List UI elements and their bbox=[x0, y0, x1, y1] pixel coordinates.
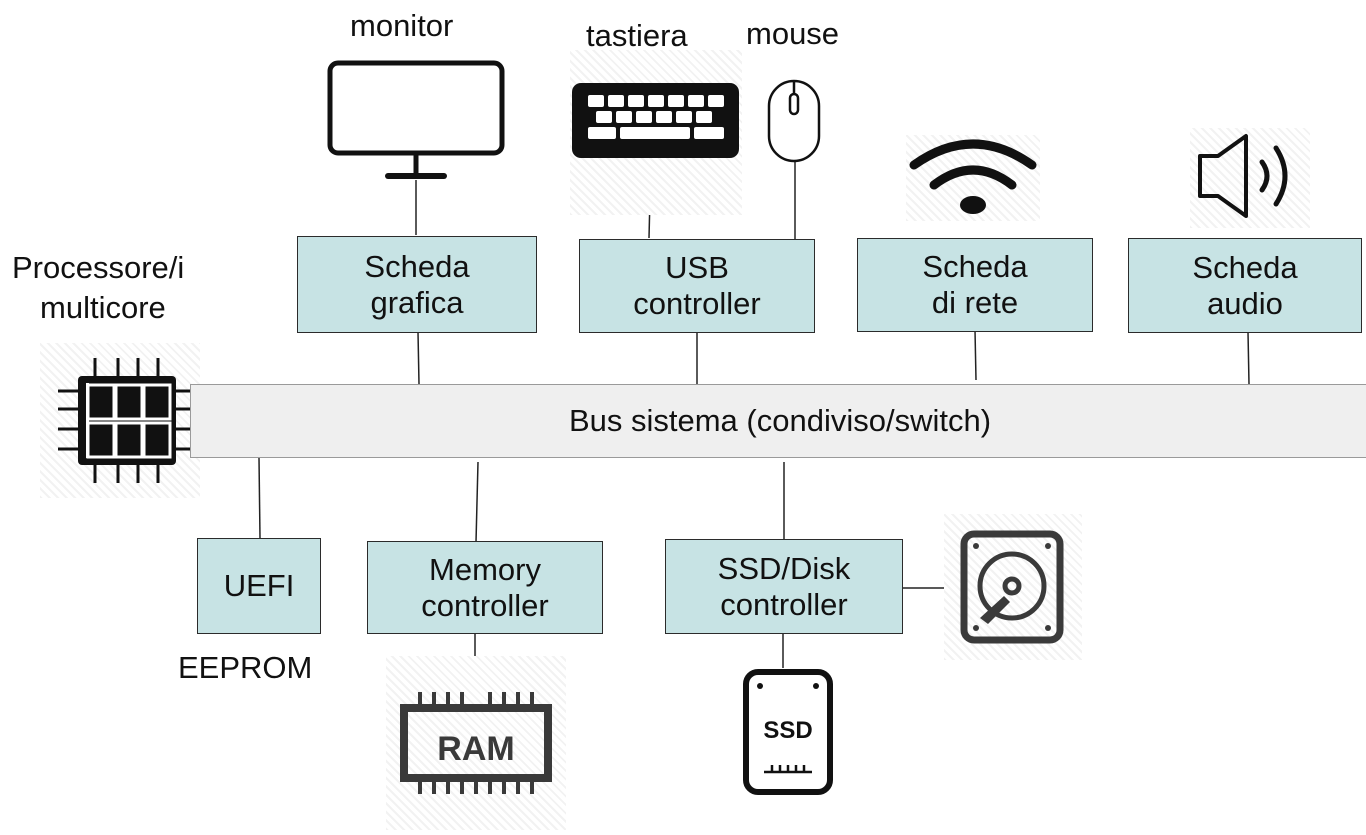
usb-controller-box[interactable]: USB controller bbox=[579, 239, 815, 333]
disk-controller-label-line2: controller bbox=[720, 586, 848, 622]
ssd-text: SSD bbox=[763, 717, 812, 744]
connector-graphics-bus bbox=[417, 331, 420, 385]
speaker-icon bbox=[1190, 128, 1310, 228]
network-card-box[interactable]: Scheda di rete bbox=[857, 238, 1093, 332]
ram-text: RAM bbox=[437, 730, 514, 768]
disk-controller-box[interactable]: SSD/Disk controller bbox=[665, 539, 903, 634]
memory-controller-label-line2: controller bbox=[421, 587, 549, 623]
mouse-icon bbox=[766, 78, 822, 164]
processor-label-line1: Processore/i bbox=[12, 250, 185, 285]
keyboard-label: tastiera bbox=[586, 18, 688, 53]
ram-icon: RAM bbox=[386, 656, 566, 830]
usb-controller-label-line1: USB bbox=[665, 250, 729, 285]
connector-bus-memory bbox=[475, 461, 479, 543]
memory-controller-label-line1: Memory bbox=[429, 551, 541, 587]
wifi-icon bbox=[906, 135, 1040, 221]
keyboard-icon bbox=[570, 50, 742, 215]
monitor-label: monitor bbox=[350, 8, 454, 43]
audio-card-label-line1: Scheda bbox=[1192, 249, 1298, 285]
usb-controller-label-line2: controller bbox=[633, 286, 761, 321]
graphics-card-box[interactable]: Scheda grafica bbox=[297, 236, 537, 333]
audio-card-box[interactable]: Scheda audio bbox=[1128, 238, 1362, 333]
audio-card-label-line2: audio bbox=[1207, 285, 1283, 321]
processor-icon bbox=[40, 343, 200, 498]
hard-disk-icon bbox=[944, 514, 1082, 660]
graphics-card-label-line1: Scheda bbox=[364, 248, 470, 284]
network-card-label-line1: Scheda bbox=[922, 249, 1028, 284]
system-bus[interactable]: Bus sistema (condiviso/switch) bbox=[190, 384, 1366, 458]
connector-audio-bus bbox=[1247, 331, 1250, 385]
memory-controller-box[interactable]: Memory controller bbox=[367, 541, 603, 634]
ssd-icon: SSD bbox=[742, 668, 834, 796]
connector-bus-uefi bbox=[258, 457, 261, 539]
uefi-box[interactable]: UEFI bbox=[197, 538, 321, 634]
network-card-label-line2: di rete bbox=[931, 285, 1019, 320]
mouse-label: mouse bbox=[746, 16, 840, 51]
monitor-icon bbox=[326, 60, 506, 182]
eeprom-label: EEPROM bbox=[178, 650, 313, 685]
graphics-card-label-line2: grafica bbox=[370, 284, 464, 320]
processor-label-line2: multicore bbox=[40, 290, 166, 325]
connector-network-bus bbox=[974, 329, 977, 381]
disk-controller-label-line1: SSD/Disk bbox=[717, 550, 851, 586]
